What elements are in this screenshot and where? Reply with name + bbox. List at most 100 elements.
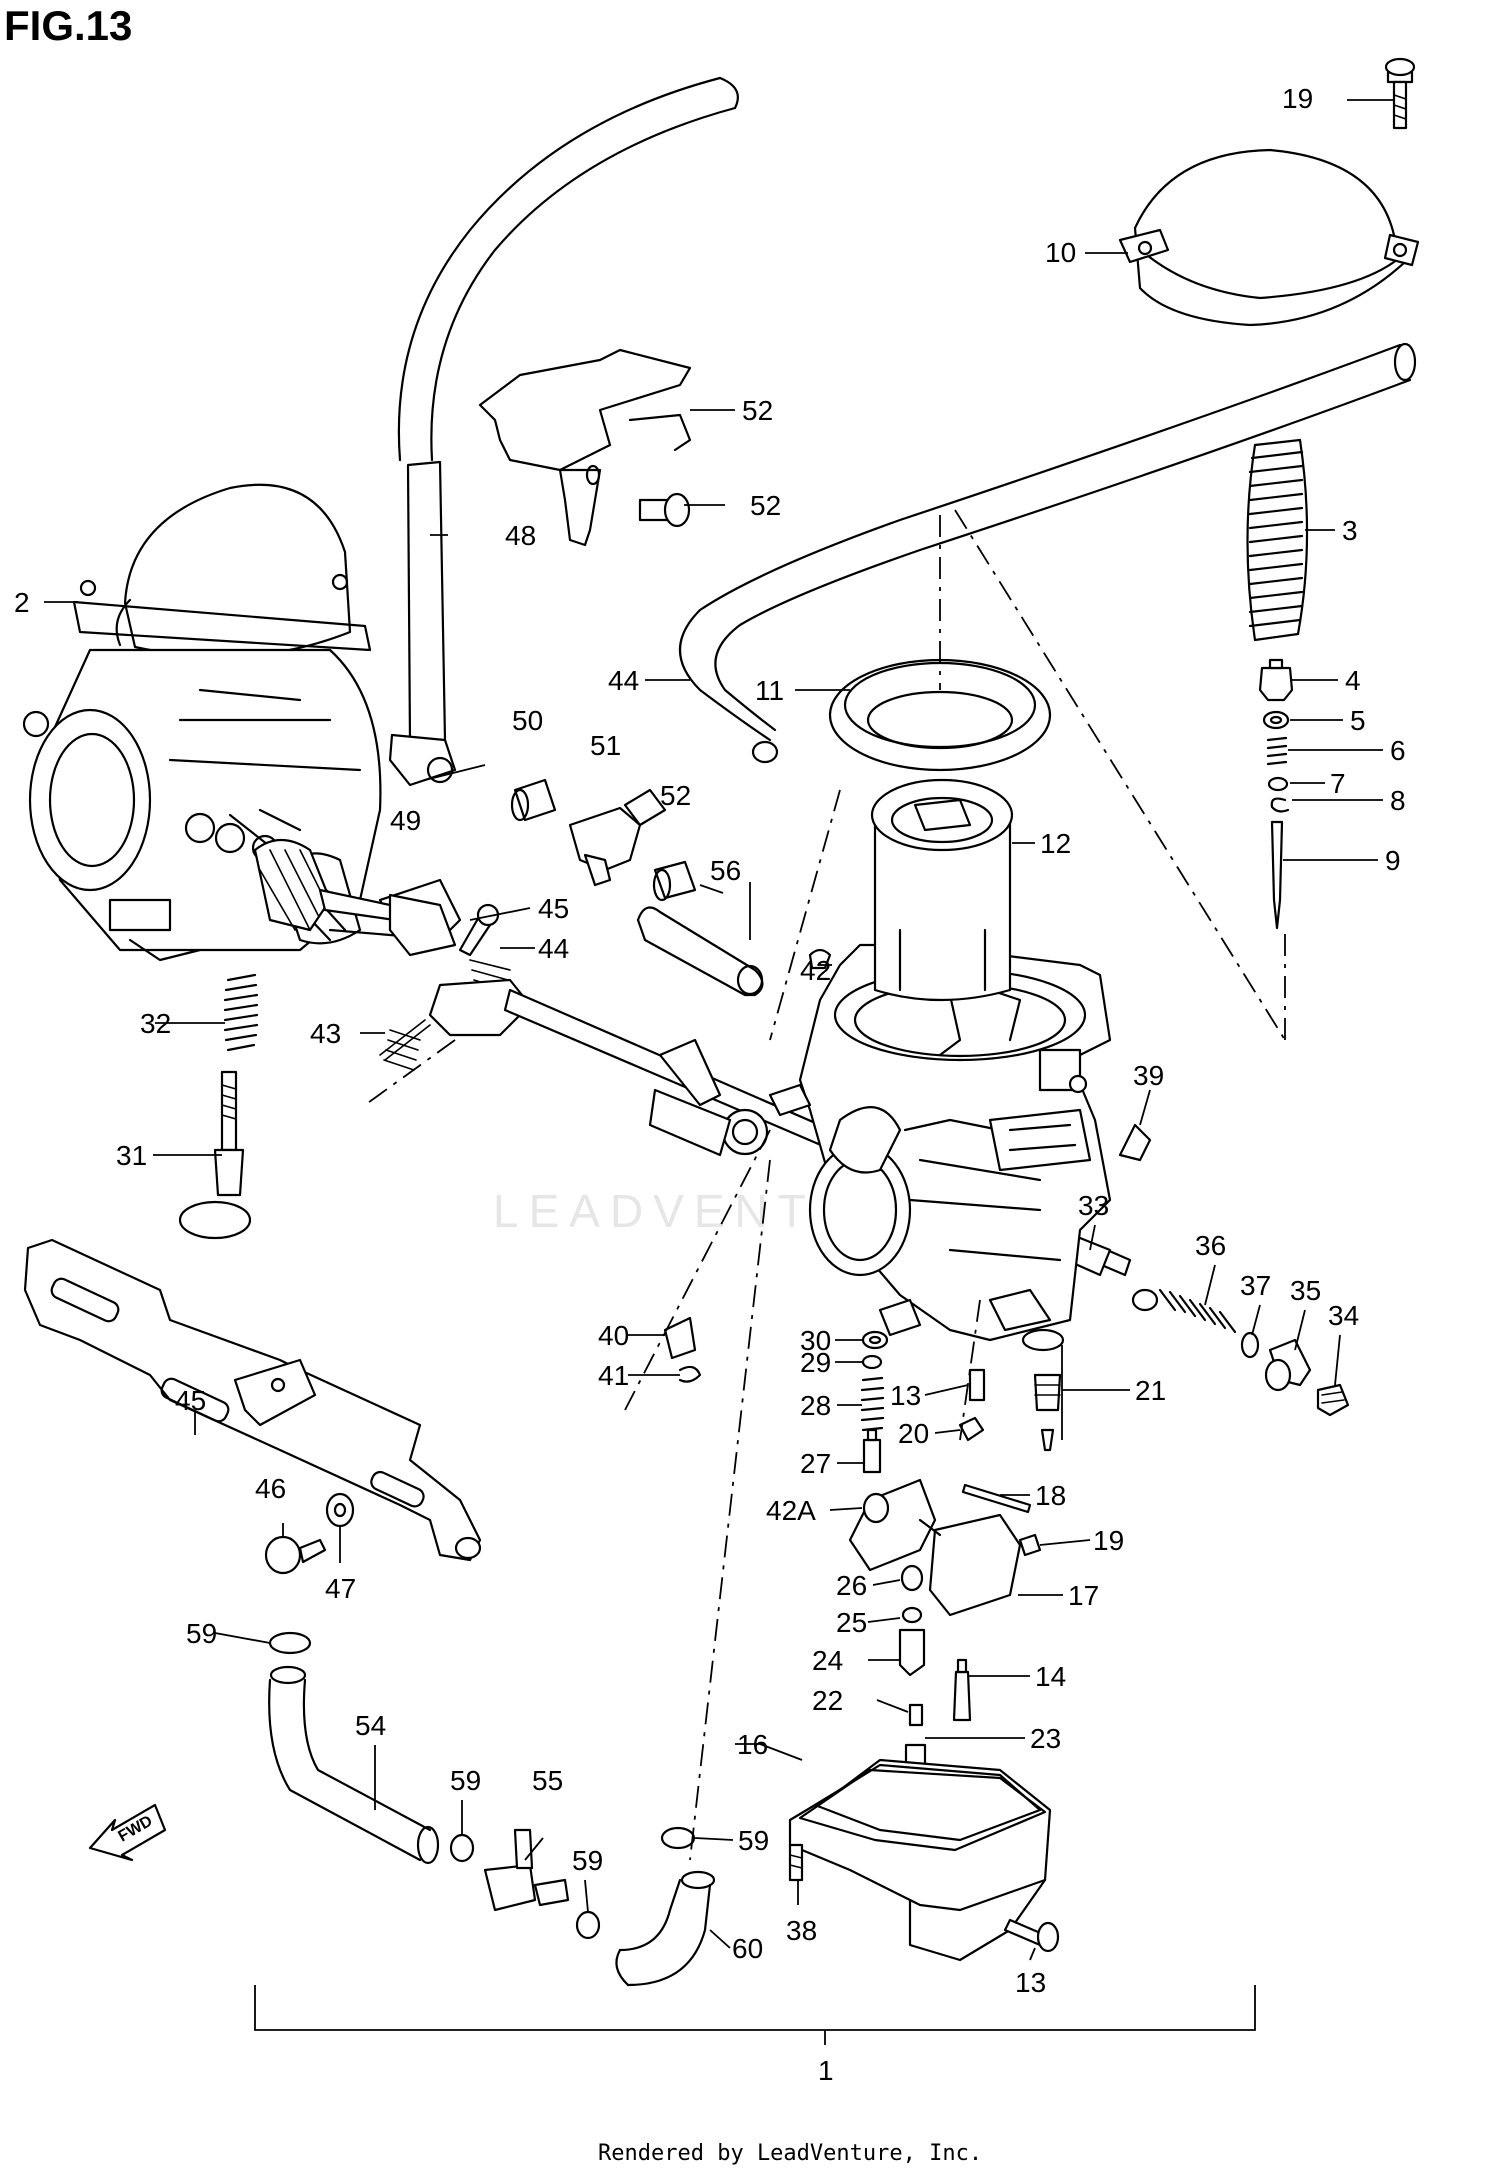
hose-60	[615, 1870, 716, 1987]
callout-48: 46	[255, 1473, 286, 1504]
callout-17: 17	[1068, 1580, 1099, 1611]
callout-56: 56	[710, 855, 741, 886]
callout-10: 10	[1045, 237, 1076, 268]
callout-52-left: 50	[512, 705, 543, 736]
callout-40: 40	[598, 1320, 629, 1351]
callout-18: 18	[1035, 1480, 1066, 1511]
callout-36: 36	[1195, 1230, 1226, 1261]
clamp-59-top	[268, 1631, 312, 1655]
hose-upper-50	[388, 76, 739, 787]
float-chamber-16	[788, 1758, 1052, 1962]
clamp-59-b	[575, 1910, 601, 1940]
forward-arrow-icon: FWD	[88, 1803, 167, 1862]
carburetor-right-body	[648, 943, 1112, 1342]
callout-5: 5	[1350, 705, 1366, 736]
valve-40	[663, 1316, 697, 1360]
callout-49: 47	[325, 1573, 356, 1604]
callout-38: 38	[786, 1915, 817, 1946]
callout-54: 52	[742, 395, 773, 426]
spring-36	[1158, 1288, 1237, 1334]
callout-22: 22	[812, 1685, 843, 1716]
callout-26: 26	[836, 1570, 867, 1601]
callout-60: 60	[732, 1933, 763, 1964]
callout-12: 11	[755, 675, 784, 706]
callout-51: 49	[390, 805, 421, 836]
callout-13-upper: 13	[890, 1380, 921, 1411]
callout-44: 44	[538, 933, 569, 964]
diaphragm-12	[828, 658, 1052, 772]
callout-14: 14	[1035, 1661, 1066, 1692]
pin-18	[961, 1483, 1032, 1514]
callout-52-right: 52	[660, 780, 691, 811]
callout-59-b: 59	[572, 1845, 603, 1876]
fitting-53	[568, 788, 667, 887]
footer-credit: Rendered by LeadVenture, Inc.	[598, 2141, 982, 2166]
callout-13-lower: 13	[1015, 1967, 1046, 1998]
clip-41	[678, 1365, 702, 1383]
callout-50: 48	[505, 520, 536, 551]
plug-42A	[862, 1492, 890, 1524]
washer-29	[861, 1354, 883, 1370]
top-cover-10	[1118, 148, 1420, 327]
callout-37: 37	[1240, 1270, 1271, 1301]
cap-34	[1316, 1383, 1350, 1417]
washer-5	[1262, 710, 1290, 730]
hose-57	[268, 1665, 440, 1865]
screw-15	[1384, 57, 1416, 130]
screw-13-upper	[968, 1368, 986, 1402]
callout-27: 27	[800, 1448, 831, 1479]
screw-20	[958, 1416, 985, 1442]
o-ring-26	[900, 1564, 924, 1592]
screw-48	[264, 1535, 327, 1575]
clip-8	[1270, 797, 1290, 813]
callout-15: 19	[1282, 83, 1313, 114]
washer-37	[1240, 1331, 1260, 1359]
washer-25	[901, 1606, 923, 1624]
screw-13-lower	[1003, 1918, 1060, 1953]
bracket-47	[23, 1238, 482, 1562]
fitting-52-right	[652, 860, 697, 902]
callout-29: 29	[800, 1347, 831, 1378]
callout-59-a: 59	[450, 1765, 481, 1796]
fitting-58	[483, 1828, 570, 1912]
callout-7: 7	[1330, 768, 1346, 799]
bracket-54	[478, 348, 692, 547]
spring-28	[860, 1376, 885, 1432]
callout-57: 54	[355, 1710, 386, 1741]
carburetor-left	[22, 483, 462, 962]
callout-6: 6	[1390, 735, 1406, 766]
callout-2: 2	[14, 587, 30, 618]
callout-58: 55	[532, 1765, 563, 1796]
o-ring-30	[861, 1330, 889, 1350]
cap-39	[1118, 1123, 1152, 1162]
clamp-59-c	[660, 1826, 696, 1850]
callout-55: 52	[750, 490, 781, 521]
callout-9: 9	[1385, 845, 1401, 876]
callout-53: 51	[590, 730, 621, 761]
washer-7	[1267, 776, 1289, 792]
spring-32	[223, 973, 259, 1052]
figure-title: FIG.13	[4, 2, 132, 49]
tube-56	[636, 906, 764, 997]
callout-34: 34	[1328, 1300, 1359, 1331]
valve-21	[1021, 1328, 1065, 1452]
callout-42: 42	[800, 955, 831, 986]
assembly-connector-lines	[364, 509, 1286, 1861]
linkage-44-45	[379, 903, 532, 1061]
callout-25: 25	[836, 1607, 867, 1638]
callout-19: 19	[1093, 1525, 1124, 1556]
callout-21: 21	[1135, 1375, 1166, 1406]
callout-33: 33	[1078, 1190, 1109, 1221]
needle-holder-4	[1258, 658, 1294, 702]
spring-6	[1266, 736, 1288, 766]
spring-3	[1246, 438, 1309, 642]
screw-55	[638, 492, 691, 528]
float-17	[848, 1478, 1022, 1617]
callout-39: 39	[1133, 1060, 1164, 1091]
callout-28: 28	[800, 1390, 831, 1421]
callout-45: 45	[538, 893, 569, 924]
callout-11: 12	[1040, 828, 1071, 859]
screw-38	[788, 1843, 804, 1882]
callout-42A: 42A	[766, 1495, 816, 1526]
